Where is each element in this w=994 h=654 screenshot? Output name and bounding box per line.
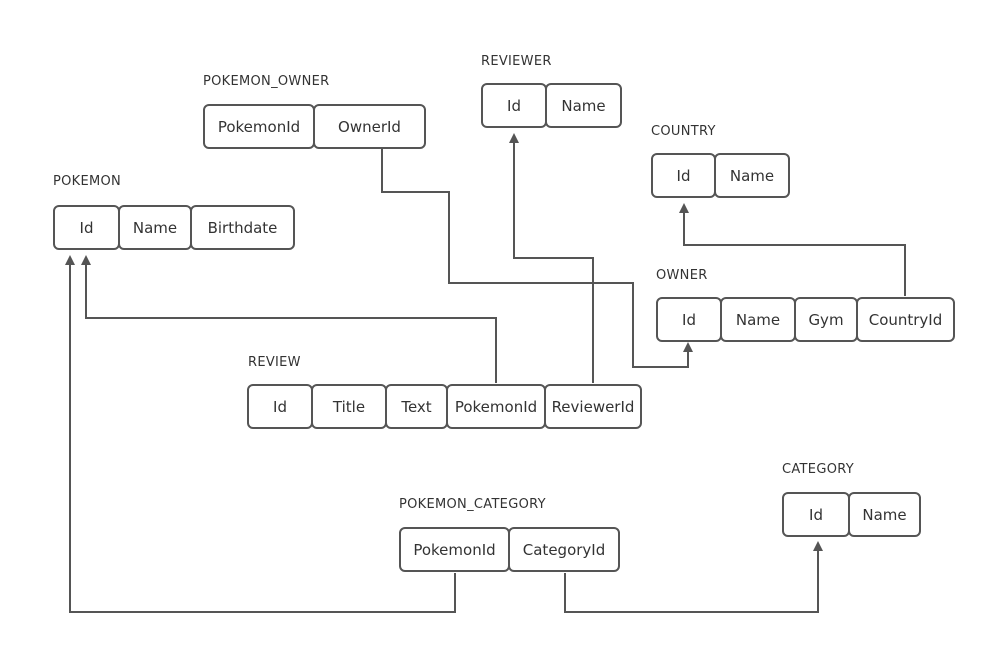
field-review-pokemonid[interactable]: PokemonId bbox=[446, 384, 546, 429]
table-title-pokemon-owner: POKEMON_OWNER bbox=[203, 74, 330, 89]
field-pokemon-id[interactable]: Id bbox=[53, 205, 120, 250]
table-title-country: COUNTRY bbox=[651, 124, 716, 139]
table-title-review: REVIEW bbox=[248, 355, 301, 370]
field-review-title[interactable]: Title bbox=[311, 384, 387, 429]
link-pokemon-category-to-pokemon bbox=[65, 255, 456, 613]
field-review-id[interactable]: Id bbox=[247, 384, 313, 429]
field-country-name[interactable]: Name bbox=[714, 153, 790, 198]
table-title-pokemon: POKEMON bbox=[53, 174, 122, 189]
field-review-text[interactable]: Text bbox=[385, 384, 448, 429]
field-pokemon-name[interactable]: Name bbox=[118, 205, 192, 250]
field-review-reviewerid[interactable]: ReviewerId bbox=[544, 384, 642, 429]
field-pokemon-category-pokemonid[interactable]: PokemonId bbox=[399, 527, 510, 572]
link-pokemon-owner-to-owner bbox=[381, 149, 693, 368]
field-owner-gym[interactable]: Gym bbox=[794, 297, 858, 342]
table-title-owner: OWNER bbox=[656, 268, 708, 283]
field-owner-countryid[interactable]: CountryId bbox=[856, 297, 955, 342]
table-title-category: CATEGORY bbox=[782, 462, 854, 477]
field-pokemon-birthdate[interactable]: Birthdate bbox=[190, 205, 295, 250]
field-country-id[interactable]: Id bbox=[651, 153, 716, 198]
field-category-name[interactable]: Name bbox=[848, 492, 921, 537]
field-reviewer-id[interactable]: Id bbox=[481, 83, 547, 128]
field-category-id[interactable]: Id bbox=[782, 492, 850, 537]
field-owner-name[interactable]: Name bbox=[720, 297, 796, 342]
table-title-reviewer: REVIEWER bbox=[481, 54, 552, 69]
field-pokemon-owner-ownerid[interactable]: OwnerId bbox=[313, 104, 426, 149]
table-title-pokemon-category: POKEMON_CATEGORY bbox=[399, 497, 546, 512]
field-owner-id[interactable]: Id bbox=[656, 297, 722, 342]
field-pokemon-category-categoryid[interactable]: CategoryId bbox=[508, 527, 620, 572]
link-review-to-pokemon bbox=[81, 255, 497, 383]
field-reviewer-name[interactable]: Name bbox=[545, 83, 622, 128]
link-pokemon-category-to-category bbox=[564, 541, 823, 613]
field-pokemon-owner-pokemonid[interactable]: PokemonId bbox=[203, 104, 315, 149]
link-owner-to-country bbox=[679, 203, 906, 296]
link-review-to-reviewer bbox=[509, 133, 594, 383]
